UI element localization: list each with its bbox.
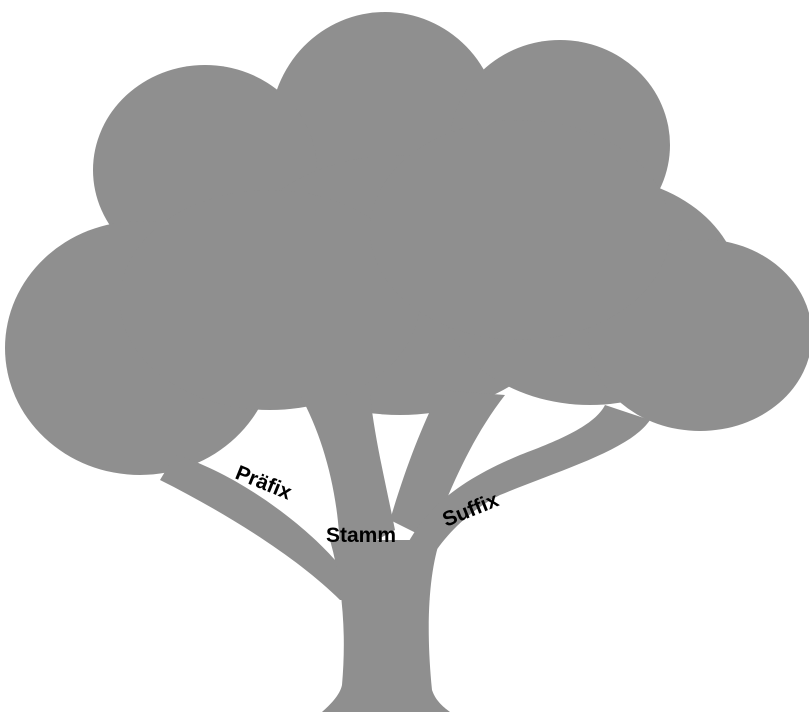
crown-fill-right — [370, 120, 670, 340]
label-stem: Stamm — [326, 524, 396, 547]
tree-crown — [5, 12, 809, 475]
trunk — [322, 540, 450, 712]
